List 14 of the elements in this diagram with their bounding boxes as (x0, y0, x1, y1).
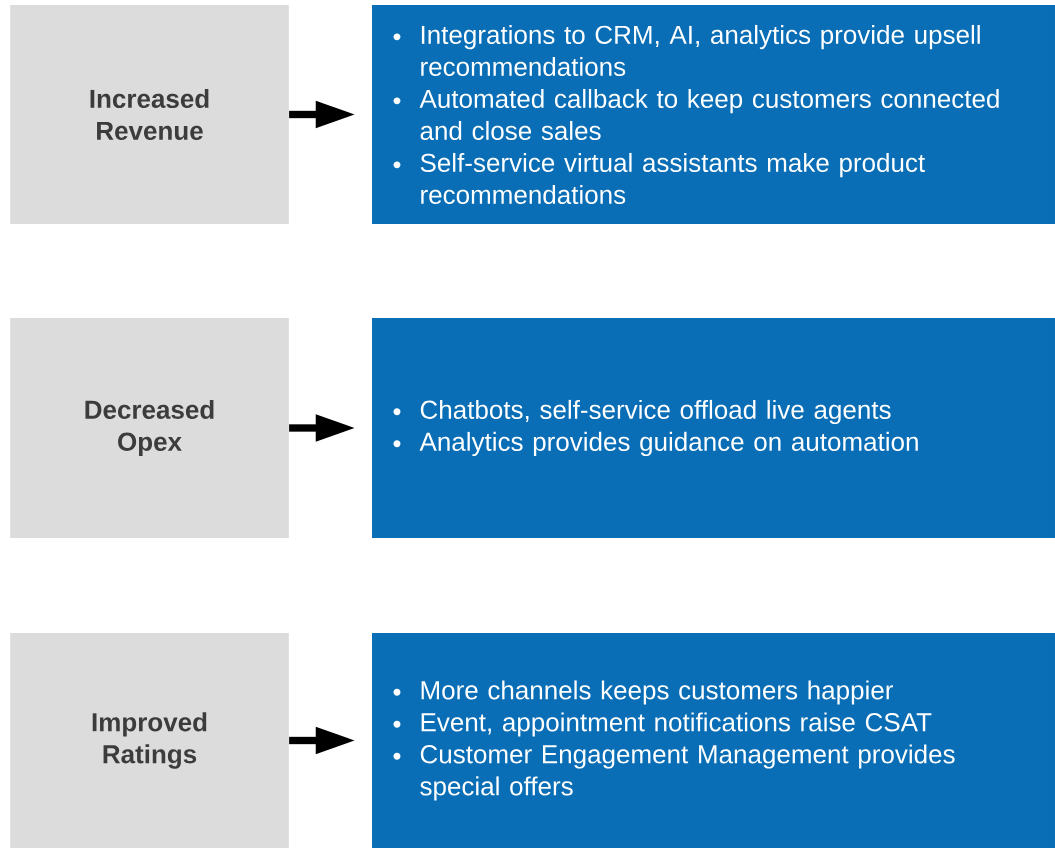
bullet-text: Automated callback to keep customers connected and close sales (419, 88, 999, 141)
bullet-text: More channels keeps customers happier (421, 680, 893, 705)
category-box: Decreased Opex (10, 318, 289, 538)
bullet-text: Analytics provides guidance on automation (419, 431, 918, 457)
bullet-text: Self-service virtual assistants make product recommendations (420, 152, 925, 205)
detail-box (372, 633, 1055, 848)
detail-box (372, 5, 1055, 224)
category-box: Improved Ratings (10, 633, 289, 848)
bullet-text: Integrations to CRM, AI, analytics provide upsell recommendations (421, 24, 980, 77)
category-box: Increased Revenue (10, 5, 289, 224)
bullet-text: Chatbots, self-service offload live agents (420, 399, 891, 425)
detail-box (372, 318, 1055, 538)
bullet-text: Customer Engagement Management provides special offers (420, 744, 955, 801)
bullet-text: Event, appointment notifications raise CSAT (421, 712, 932, 737)
